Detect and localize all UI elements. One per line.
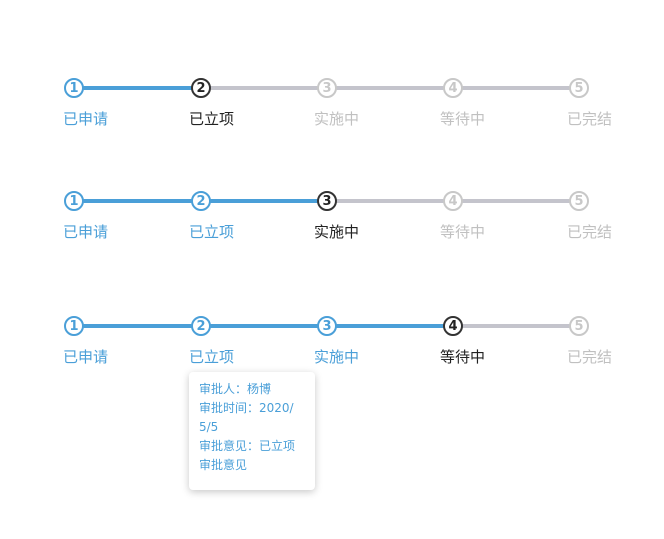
step-number: 3 <box>317 78 337 98</box>
step-label: 已立项 <box>189 348 235 366</box>
step-label: 已申请 <box>63 348 109 366</box>
step-label: 已立项 <box>189 110 235 128</box>
stepper-3: 1 2 3 4 5 已申请 已立项 实施中 等待中 已完结 <box>0 314 664 374</box>
connector-1-2 <box>83 86 192 90</box>
connector-2-3 <box>210 86 318 90</box>
step-number: 4 <box>443 191 463 211</box>
approval-tooltip: 审批人：杨博 审批时间：2020/5/5 审批意见：已立项审批意见 <box>189 372 315 490</box>
stepper-1: 1 2 3 4 5 已申请 已立项 实施中 等待中 已完结 <box>0 76 664 136</box>
step-number: 5 <box>569 316 589 336</box>
connector-4-5 <box>462 324 570 328</box>
step-label: 已完结 <box>567 110 613 128</box>
step-label: 实施中 <box>314 348 360 366</box>
connector-4-5 <box>462 199 570 203</box>
step-number: 2 <box>191 78 211 98</box>
step-number: 4 <box>443 78 463 98</box>
connector-3-4 <box>336 86 444 90</box>
connector-1-2 <box>83 324 192 328</box>
approval-time-text: 审批时间：2020/5/5 <box>199 401 294 434</box>
step-number: 5 <box>569 191 589 211</box>
step-label: 已申请 <box>63 223 109 241</box>
step-number: 3 <box>317 191 337 211</box>
step-label: 等待中 <box>440 223 486 241</box>
step-label: 已立项 <box>189 223 235 241</box>
connector-3-4 <box>336 199 444 203</box>
connector-3-4 <box>336 324 444 328</box>
connector-4-5 <box>462 86 570 90</box>
step-number: 1 <box>64 78 84 98</box>
step-number: 1 <box>64 191 84 211</box>
step-label: 等待中 <box>440 110 486 128</box>
step-number: 2 <box>191 316 211 336</box>
step-label: 实施中 <box>314 110 360 128</box>
step-label: 已完结 <box>567 223 613 241</box>
step-label: 已申请 <box>63 110 109 128</box>
connector-1-2 <box>83 199 192 203</box>
approver-text: 审批人：杨博 <box>199 382 272 396</box>
step-label: 等待中 <box>440 348 486 366</box>
connector-2-3 <box>210 324 318 328</box>
approval-opinion-text: 审批意见：已立项审批意见 <box>199 439 296 472</box>
step-number: 3 <box>317 316 337 336</box>
stepper-2: 1 2 3 4 5 已申请 已立项 实施中 等待中 已完结 <box>0 189 664 249</box>
step-number: 2 <box>191 191 211 211</box>
connector-2-3 <box>210 199 318 203</box>
step-number: 5 <box>569 78 589 98</box>
step-label: 已完结 <box>567 348 613 366</box>
step-label: 实施中 <box>314 223 360 241</box>
step-number: 1 <box>64 316 84 336</box>
step-number: 4 <box>443 316 463 336</box>
